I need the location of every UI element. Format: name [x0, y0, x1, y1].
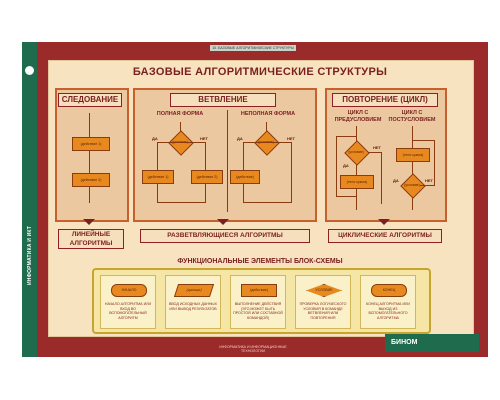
loop-down-arrow: [378, 219, 390, 225]
side-band: ИНФОРМАТИКА И ИКТ: [22, 42, 37, 357]
branch-partial-hline: [243, 142, 292, 143]
loop-pre-no: НЕТ: [373, 145, 381, 150]
branch-full-no: НЕТ: [200, 136, 208, 141]
func-io-desc: ВВОД ИСХОДНЫХ ДАННЫХ ИЛИ ВЫВОД РЕЗУЛЬТАТ…: [169, 302, 217, 311]
sequence-header: СЛЕДОВАНИЕ: [58, 93, 122, 107]
top-strip: 10. БАЗОВЫЕ АЛГОРИТМИЧЕСКИЕ СТРУКТУРЫ: [210, 45, 296, 51]
loop-post-label: ЦИКЛ С ПОСТУСЛОВИЕМ: [388, 110, 436, 123]
loop-pre-return-line: [336, 136, 337, 196]
func-start-shape: НАЧАЛО: [111, 284, 147, 297]
loop-header: ПОВТОРЕНИЕ (ЦИКЛ): [332, 93, 438, 107]
branch-full-form-label: ПОЛНАЯ ФОРМА: [156, 111, 204, 117]
loop-post-main-line: [412, 126, 413, 210]
loop-post-no: НЕТ: [425, 178, 433, 183]
loop-result: ЦИКЛИЧЕСКИЕ АЛГОРИТМЫ: [328, 229, 442, 243]
branch-partial-entry-line: [266, 122, 267, 134]
loop-pre-body: (тело цикла): [340, 175, 374, 189]
loop-pre-return-top: [336, 136, 356, 137]
branch-full-action1: (действие 1): [142, 170, 174, 184]
functional-elements-title: ФУНКЦИОНАЛЬНЫЕ ЭЛЕМЕНТЫ БЛОК-СХЕМЫ: [177, 258, 343, 265]
func-item-start: НАЧАЛО НАЧАЛО АЛГОРИТМА ИЛИ ВХОД ВО ВСПО…: [100, 275, 156, 329]
branch-result: РАЗВЕТВЛЯЮЩИЕСЯ АЛГОРИТМЫ: [140, 229, 310, 243]
branch-full-action2: (действие 2): [191, 170, 223, 184]
branch-partial-yes: ДА: [237, 136, 243, 141]
sequence-flow-line: [89, 113, 90, 203]
branch-partial-right-line: [291, 142, 292, 202]
branch-partial-form-label: НЕПОЛНАЯ ФОРМА: [240, 111, 296, 117]
branch-full-merge-line: [157, 202, 206, 203]
branch-partial-no: НЕТ: [287, 136, 295, 141]
func-io-shape: (данные): [173, 284, 215, 297]
loop-post-return-line: [434, 140, 435, 186]
sequence-down-arrow: [83, 219, 95, 225]
func-end-desc: КОНЕЦ АЛГОРИТМА ИЛИ ВЫХОД ИЗ ВСПОМОГАТЕЛ…: [366, 302, 410, 320]
branch-down-arrow: [217, 219, 229, 225]
branch-divider: [227, 110, 228, 212]
branch-header: ВЕТВЛЕНИЕ: [170, 93, 276, 107]
loop-post-condition-label: (условие): [404, 183, 420, 187]
loop-pre-exit-down: [381, 152, 382, 204]
branch-partial-merge-line: [243, 202, 292, 203]
func-condition-desc: ПРОВЕРКА ЛОГИЧЕСКОГО УСЛОВИЯ В КОМАНДЕ В…: [299, 302, 347, 320]
loop-pre-return-bottom: [336, 196, 356, 197]
branch-full-yes: ДА: [152, 136, 158, 141]
sequence-result: ЛИНЕЙНЫЕ АЛГОРИТМЫ: [58, 229, 124, 249]
loop-pre-exit-line: [368, 152, 381, 153]
func-item-condition: УСЛОВИЕ ПРОВЕРКА ЛОГИЧЕСКОГО УСЛОВИЯ В К…: [295, 275, 351, 329]
publisher-brand: БИНОМ: [385, 334, 479, 352]
loop-pre-main-line: [356, 126, 357, 210]
branch-full-entry-line: [180, 122, 181, 134]
func-item-action: (действие) ВЫПОЛНЕНИЕ ДЕЙСТВИЯ (ЭТО МОЖЕ…: [230, 275, 286, 329]
func-condition-shape: УСЛОВИЕ: [306, 284, 342, 297]
sequence-action1: (действие 1): [72, 137, 110, 151]
branch-partial-action: (действие): [230, 170, 260, 184]
sequence-column: [55, 88, 129, 222]
sequence-action2: (действие 2): [72, 173, 110, 187]
poster-title: БАЗОВЫЕ АЛГОРИТМИЧЕСКИЕ СТРУКТУРЫ: [132, 66, 388, 78]
loop-pre-condition-label: (условие): [348, 150, 364, 154]
side-logo-icon: [25, 66, 34, 75]
loop-post-return-bottom: [420, 185, 434, 186]
loop-pre-label: ЦИКЛ С ПРЕДУСЛОВИЕМ: [334, 110, 382, 123]
loop-post-yes: ДА: [393, 178, 399, 183]
loop-post-return-top: [412, 140, 434, 141]
functional-elements-panel: НАЧАЛО НАЧАЛО АЛГОРИТМА ИЛИ ВХОД ВО ВСПО…: [92, 268, 431, 334]
poster-footer: ИНФОРМАТИКА И ИНФОРМАЦИОННЫЕ ТЕХНОЛОГИИ: [219, 345, 287, 353]
func-end-shape: КОНЕЦ: [371, 284, 407, 297]
func-action-desc: ВЫПОЛНЕНИЕ ДЕЙСТВИЯ (ЭТО МОЖЕТ БЫТЬ ПРОС…: [233, 302, 283, 320]
loop-post-body: (тело цикла): [396, 148, 430, 162]
branch-full-hline: [157, 142, 205, 143]
func-item-io: (данные) ВВОД ИСХОДНЫХ ДАННЫХ ИЛИ ВЫВОД …: [165, 275, 221, 329]
loop-pre-yes: ДА: [343, 163, 349, 168]
side-label: ИНФОРМАТИКА И ИКТ: [27, 225, 33, 285]
func-item-end: КОНЕЦ КОНЕЦ АЛГОРИТМА ИЛИ ВЫХОД ИЗ ВСПОМ…: [360, 275, 416, 329]
func-start-desc: НАЧАЛО АЛГОРИТМА ИЛИ ВХОД ВО ВСПОМОГАТЕЛ…: [104, 302, 152, 320]
func-action-shape: (действие): [241, 284, 277, 297]
